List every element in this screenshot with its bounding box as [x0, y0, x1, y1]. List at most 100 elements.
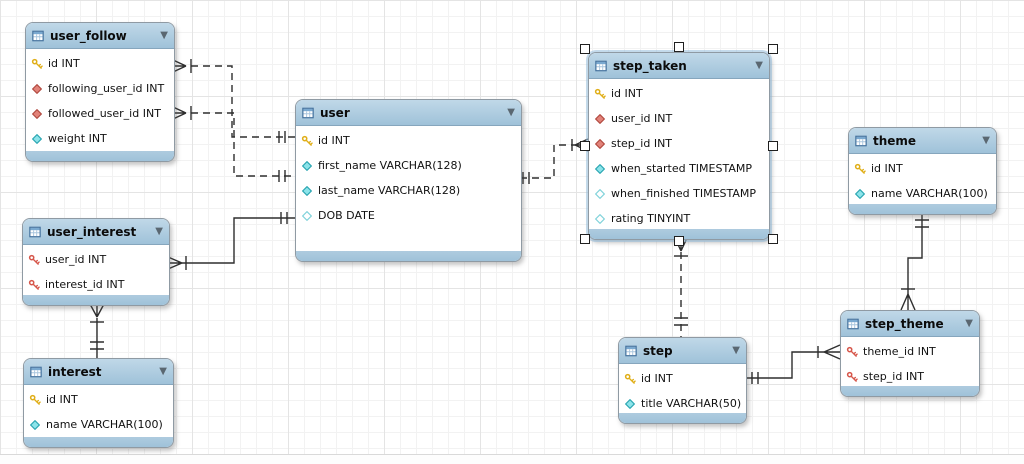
table-header[interactable]: user_follow ▼ [26, 23, 174, 49]
column-row[interactable]: id INT [24, 387, 173, 412]
selection-handle[interactable] [674, 236, 684, 246]
table-icon [595, 60, 607, 72]
column-row[interactable]: following_user_id INT [26, 76, 174, 101]
table-icon [847, 318, 859, 330]
foreign-key-icon [31, 108, 43, 120]
selection-handle[interactable] [768, 234, 778, 244]
column-row[interactable]: when_started TIMESTAMP [589, 156, 769, 181]
table-user_interest[interactable]: user_interest ▼ user_id INT interest_id … [22, 218, 170, 306]
relationship-line-theme-steptheme[interactable] [900, 213, 929, 311]
table-name: step_taken [613, 58, 687, 73]
table-footer [23, 295, 169, 305]
column-icon [301, 160, 313, 172]
column-text: when_finished TIMESTAMP [611, 187, 757, 200]
column-row[interactable]: first_name VARCHAR(128) [296, 153, 521, 178]
selection-handle[interactable] [580, 141, 590, 151]
table-theme[interactable]: theme ▼ id INT name VARCHAR(100) [848, 127, 997, 215]
relationship-line-userfollow-user-2[interactable] [172, 106, 295, 182]
table-header[interactable]: step_theme ▼ [841, 311, 979, 337]
column-row[interactable]: id INT [619, 366, 746, 391]
relationship-line-user-steptaken[interactable] [520, 138, 589, 184]
relationship-line-steptaken-step[interactable] [674, 237, 688, 337]
column-text: id INT [318, 134, 350, 147]
table-header[interactable]: interest ▼ [24, 359, 173, 385]
column-text: id INT [611, 87, 643, 100]
column-row[interactable]: weight INT [26, 126, 174, 151]
column-row[interactable]: theme_id INT [841, 339, 979, 364]
column-text: following_user_id INT [48, 82, 165, 95]
table-header[interactable]: user ▼ [296, 100, 521, 126]
collapse-arrow-icon[interactable]: ▼ [732, 344, 740, 356]
table-interest[interactable]: interest ▼ id INT name VARCHAR(100) [23, 358, 174, 448]
column-row[interactable]: last_name VARCHAR(128) [296, 178, 521, 203]
column-text: step_id INT [863, 370, 925, 383]
table-header[interactable]: user_interest ▼ [23, 219, 169, 245]
collapse-arrow-icon[interactable]: ▼ [982, 134, 990, 146]
column-row[interactable]: followed_user_id INT [26, 101, 174, 126]
column-text: id INT [641, 372, 673, 385]
collapse-arrow-icon[interactable]: ▼ [160, 29, 168, 41]
table-step_theme[interactable]: step_theme ▼ theme_id INT step_id INT [840, 310, 980, 397]
column-row[interactable]: id INT [296, 128, 521, 153]
table-step_taken[interactable]: step_taken ▼ id INT user_id INT step_id … [588, 52, 770, 240]
table-name: user_interest [47, 224, 137, 239]
relationship-line-userinterest-user[interactable] [167, 212, 295, 270]
table-icon [855, 135, 867, 147]
nullable-column-icon [301, 210, 313, 222]
column-row[interactable]: id INT [849, 156, 996, 181]
collapse-arrow-icon[interactable]: ▼ [155, 225, 163, 237]
column-row[interactable]: when_finished TIMESTAMP [589, 181, 769, 206]
column-row[interactable]: name VARCHAR(100) [24, 412, 173, 437]
column-row[interactable]: user_id INT [23, 247, 169, 272]
column-row[interactable]: step_id INT [589, 131, 769, 156]
collapse-arrow-icon[interactable]: ▼ [755, 59, 763, 71]
column-icon [854, 188, 866, 200]
column-row[interactable]: DOB DATE [296, 203, 521, 228]
table-icon [29, 226, 41, 238]
column-text: user_id INT [611, 112, 673, 125]
relationship-line-userinterest-interest[interactable] [89, 303, 105, 358]
selection-handle[interactable] [580, 44, 590, 54]
column-text: name VARCHAR(100) [871, 187, 988, 200]
table-footer [849, 204, 996, 214]
selection-handle[interactable] [768, 141, 778, 151]
column-text: last_name VARCHAR(128) [318, 184, 461, 197]
primary-key-icon [594, 88, 606, 100]
table-icon [30, 366, 42, 378]
column-text: id INT [46, 393, 78, 406]
selection-handle[interactable] [580, 234, 590, 244]
relationship-line-userfollow-user-1[interactable] [172, 59, 295, 143]
column-row[interactable]: interest_id INT [23, 272, 169, 295]
collapse-arrow-icon[interactable]: ▼ [507, 106, 515, 118]
column-text: name VARCHAR(100) [46, 418, 163, 431]
table-header[interactable]: step_taken ▼ [589, 53, 769, 79]
column-icon [624, 398, 636, 410]
column-text: interest_id INT [45, 278, 125, 291]
column-row[interactable]: step_id INT [841, 364, 979, 386]
column-row[interactable]: title VARCHAR(50) [619, 391, 746, 413]
table-step[interactable]: step ▼ id INT title VARCHAR(50) [618, 337, 747, 424]
column-row[interactable]: id INT [26, 51, 174, 76]
table-user_follow[interactable]: user_follow ▼ id INT following_user_id I… [25, 22, 175, 162]
column-row[interactable]: user_id INT [589, 106, 769, 131]
column-row[interactable]: name VARCHAR(100) [849, 181, 996, 204]
selection-handle[interactable] [674, 42, 684, 52]
selection-handle[interactable] [768, 44, 778, 54]
collapse-arrow-icon[interactable]: ▼ [965, 317, 973, 329]
canvas-bottom-edge [0, 455, 1024, 464]
table-user[interactable]: user ▼ id INT first_name VARCHAR(128) la… [295, 99, 522, 262]
table-header[interactable]: step ▼ [619, 338, 746, 364]
primary-foreign-key-icon [846, 346, 858, 358]
column-row[interactable]: id INT [589, 81, 769, 106]
collapse-arrow-icon[interactable]: ▼ [159, 365, 167, 377]
column-row[interactable]: rating TINYINT [589, 206, 769, 229]
table-name: interest [48, 364, 102, 379]
nullable-column-icon [594, 188, 606, 200]
table-header[interactable]: theme ▼ [849, 128, 996, 154]
table-name: user_follow [50, 28, 127, 43]
table-footer [296, 251, 521, 261]
relationship-line-step-steptheme[interactable] [745, 344, 841, 384]
table-icon [32, 30, 44, 42]
table-name: user [320, 105, 350, 120]
